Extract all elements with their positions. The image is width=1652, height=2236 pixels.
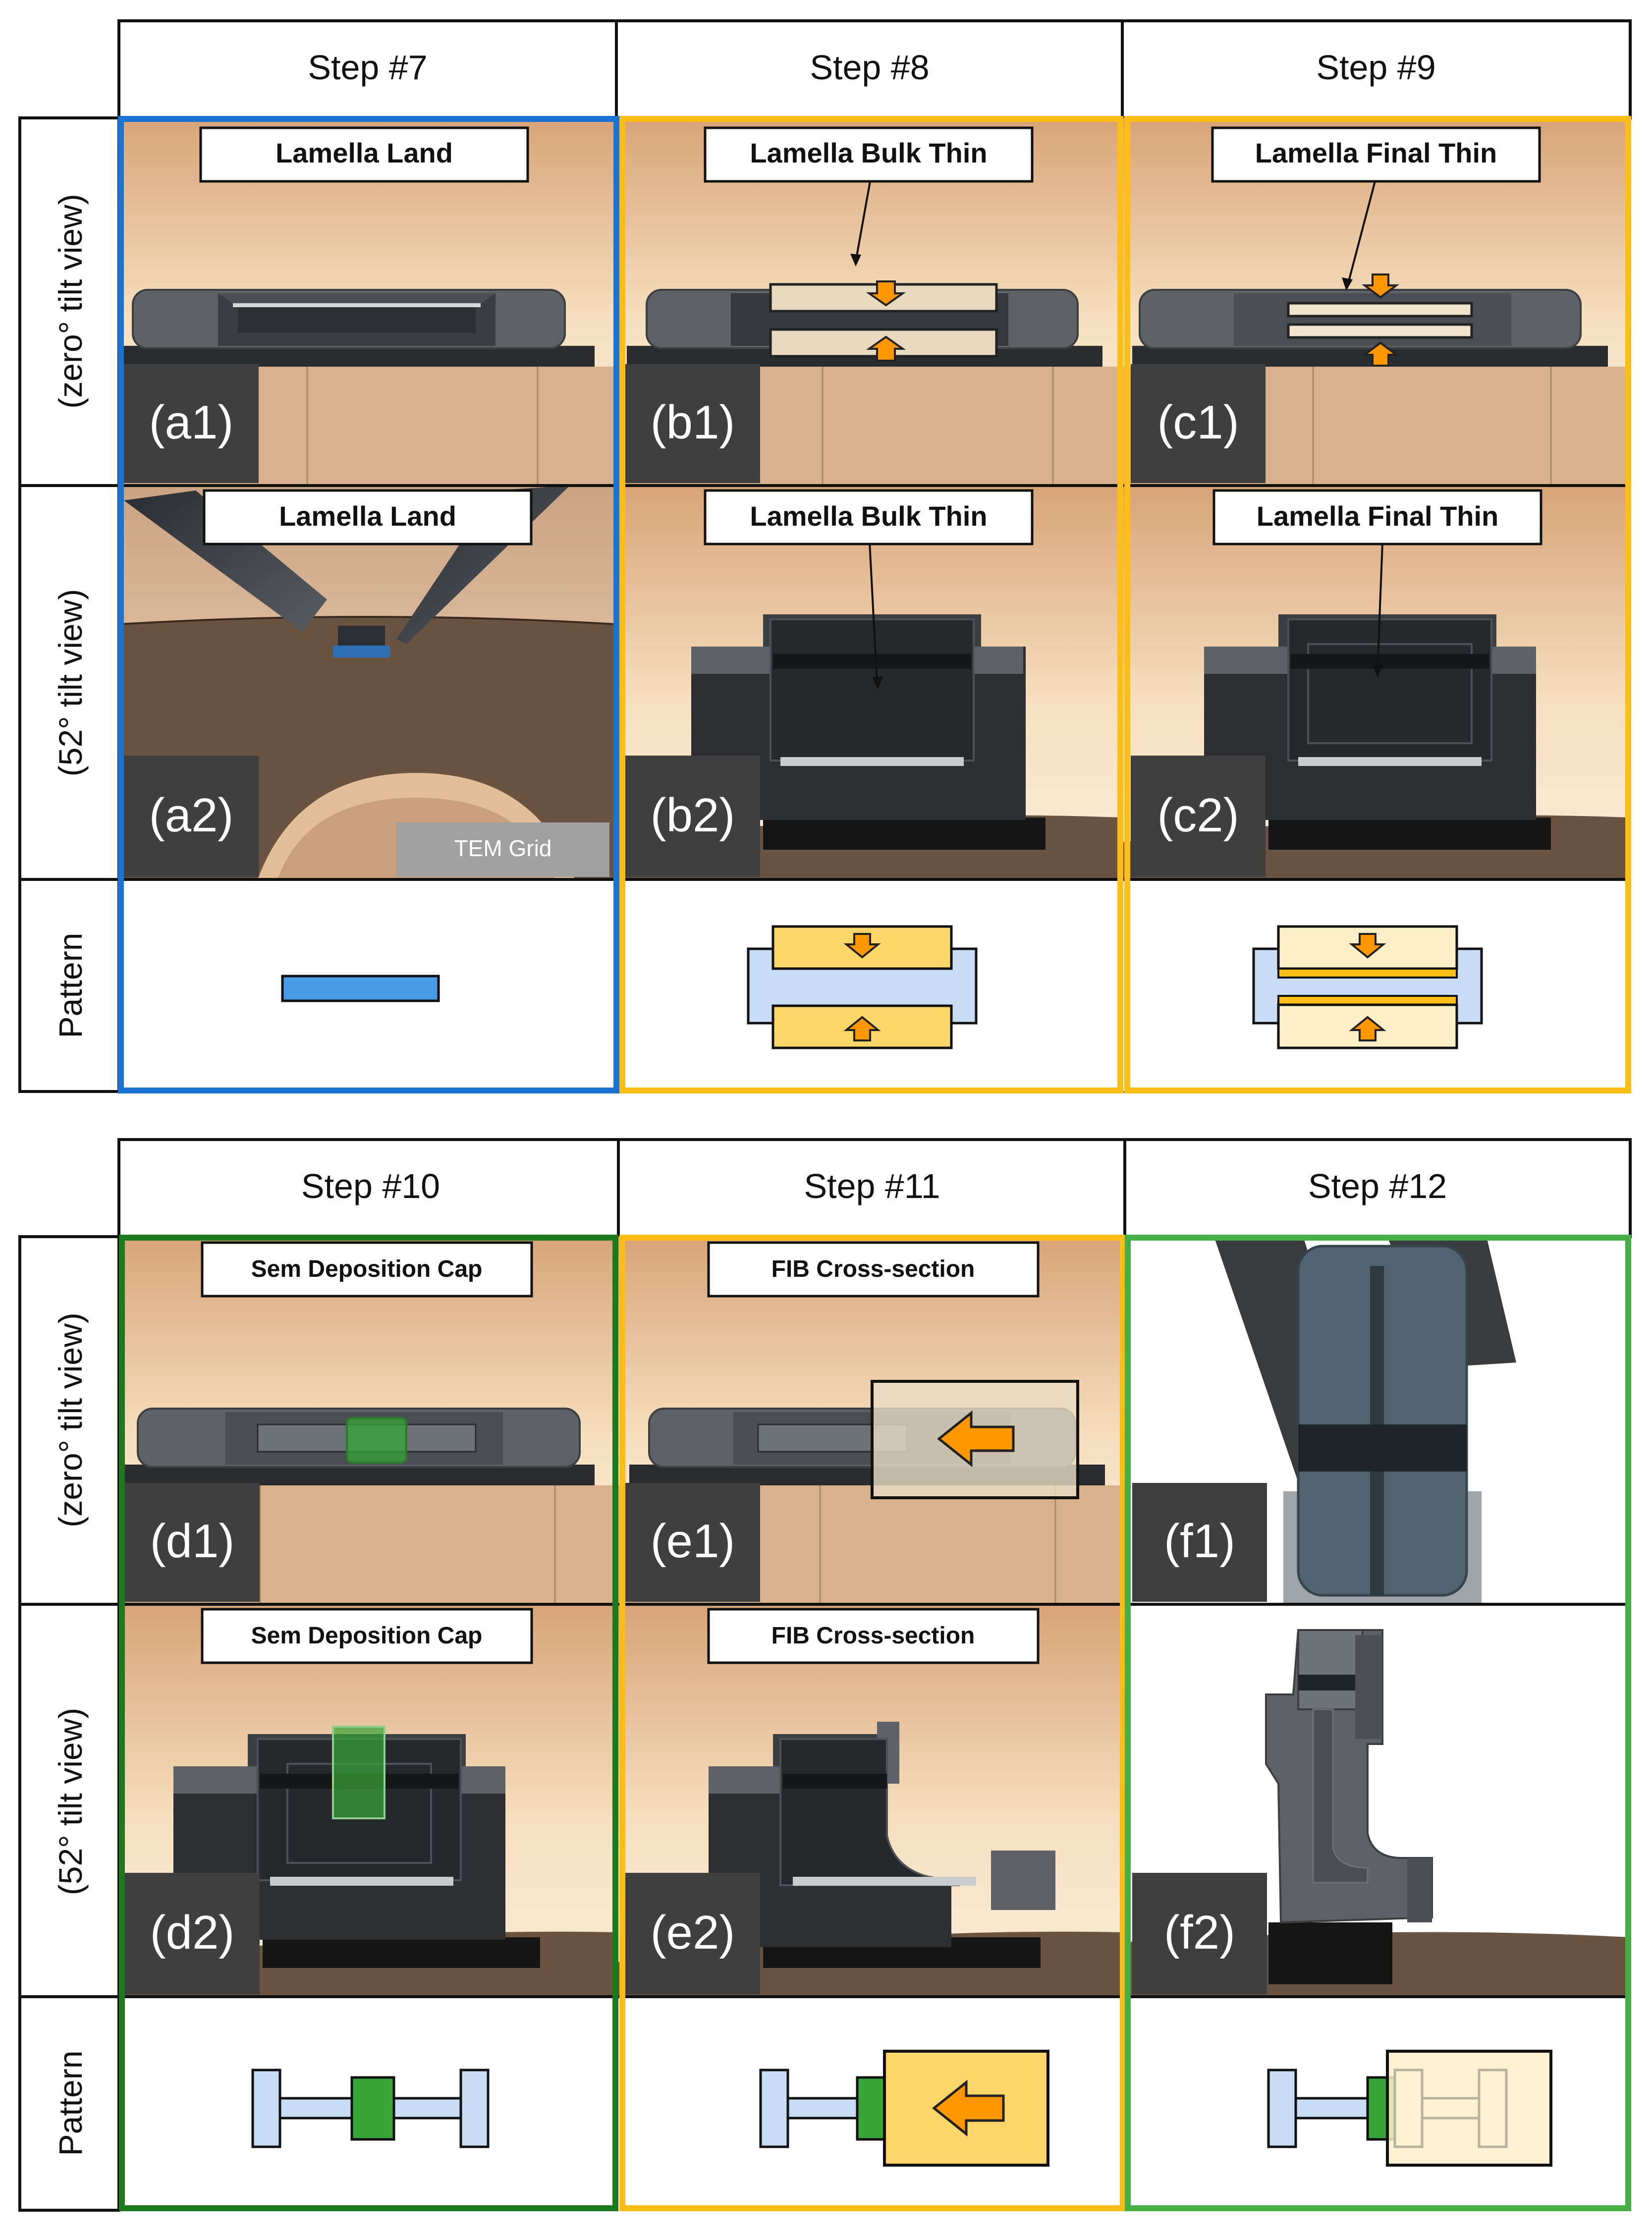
tem-grid-label: TEM Grid (454, 835, 552, 861)
bottom-row-labels: (zero° tilt view) (52° tilt view) Patter… (18, 1235, 120, 2212)
panel-b1: Lamella Bulk Thin (b1) (616, 118, 1122, 486)
pattern-d (119, 1997, 618, 2210)
panel-e1-tag: (e1) (651, 1515, 735, 1568)
panel-a1: Lamella Land (a1) (119, 118, 616, 486)
bottom-header: Step #10 Step #11 Step #12 (117, 1138, 1632, 1238)
panel-b2-tag: (b2) (651, 789, 735, 842)
row-label-52-tilt: (52° tilt view) (52, 589, 89, 776)
step-9-header: Step #9 (1316, 48, 1435, 87)
panel-d2: Sem Deposition Cap (d2) (119, 1604, 618, 1997)
panel-c1: Lamella Final Thin (c1) (1122, 118, 1630, 486)
panel-b1-tag: (b1) (651, 396, 735, 449)
panel-d1-tag: (d1) (150, 1515, 235, 1568)
panel-b2-label: Lamella Bulk Thin (750, 500, 987, 532)
step-7-frame (118, 116, 619, 1093)
panel-a1-label: Lamella Land (275, 137, 453, 168)
step-11-frame (619, 1235, 1126, 2211)
panel-b1-label: Lamella Bulk Thin (750, 137, 987, 168)
panel-e2-label: FIB Cross-section (771, 1623, 975, 1649)
pattern-a (119, 879, 616, 1091)
panel-e2: FIB Cross-section (e2) (618, 1604, 1125, 1997)
row-label-pattern-bottom: Pattern (52, 2051, 89, 2156)
panel-a1-tag: (a1) (149, 396, 234, 449)
row-label-52-tilt-bottom: (52° tilt view) (52, 1708, 89, 1895)
panel-c2-label: Lamella Final Thin (1257, 500, 1499, 532)
step-11-header: Step #11 (804, 1167, 940, 1205)
row-label-zero-tilt: (zero° tilt view) (52, 194, 89, 408)
panel-b2: Lamella Bulk Thin (b2) (616, 486, 1122, 879)
panel-c1-label: Lamella Final Thin (1255, 137, 1497, 168)
panel-d1-label: Sem Deposition Cap (251, 1256, 483, 1282)
panel-e1: FIB Cross-section (e1) (618, 1237, 1125, 1604)
panel-e1-label: FIB Cross-section (771, 1256, 975, 1282)
step-8-frame (619, 116, 1123, 1093)
panel-f2: (f2) (1125, 1604, 1630, 1997)
panel-e2-tag: (e2) (651, 1906, 735, 1959)
step-7-header: Step #7 (308, 48, 427, 87)
pattern-c (1122, 879, 1630, 1091)
panel-d2-label: Sem Deposition Cap (251, 1623, 483, 1649)
step-10-frame (119, 1235, 618, 2211)
step-9-frame (1124, 116, 1631, 1093)
row-label-zero-tilt-bottom: (zero° tilt view) (52, 1312, 89, 1527)
panel-f1: (f1) (1125, 1237, 1630, 1604)
panel-f2-tag: (f2) (1164, 1906, 1235, 1959)
panel-f1-tag: (f1) (1164, 1515, 1235, 1568)
panel-d1: Sem Deposition Cap (d1) (119, 1237, 618, 1604)
panel-a2-tag: (a2) (149, 789, 234, 842)
bottom-section: Step #10 Step #11 Step #12 (zero° tilt v… (18, 1138, 1632, 2212)
pattern-b (616, 879, 1122, 1091)
panel-a2: TEM Grid Lamella Land (a2) (118, 486, 617, 879)
panel-c2-tag: (c2) (1157, 789, 1239, 842)
top-section: Step #7 Step #8 Step #9 (zero° tilt view… (18, 19, 1632, 1093)
pattern-f (1125, 1997, 1630, 2210)
pattern-e (618, 1997, 1125, 2210)
top-row-labels: (zero° tilt view) (52° tilt view) Patter… (18, 116, 120, 1093)
panel-a2-label: Lamella Land (279, 500, 456, 532)
top-header: Step #7 Step #8 Step #9 (117, 19, 1632, 119)
row-label-pattern: Pattern (52, 933, 89, 1038)
step-10-header: Step #10 (301, 1167, 440, 1205)
step-12-frame (1125, 1235, 1631, 2211)
step-8-header: Step #8 (810, 48, 929, 87)
step-12-header: Step #12 (1308, 1167, 1447, 1205)
panel-c2: Lamella Final Thin (c2) (1122, 486, 1630, 879)
panel-c1-tag: (c1) (1157, 396, 1239, 449)
panel-d2-tag: (d2) (150, 1906, 235, 1959)
